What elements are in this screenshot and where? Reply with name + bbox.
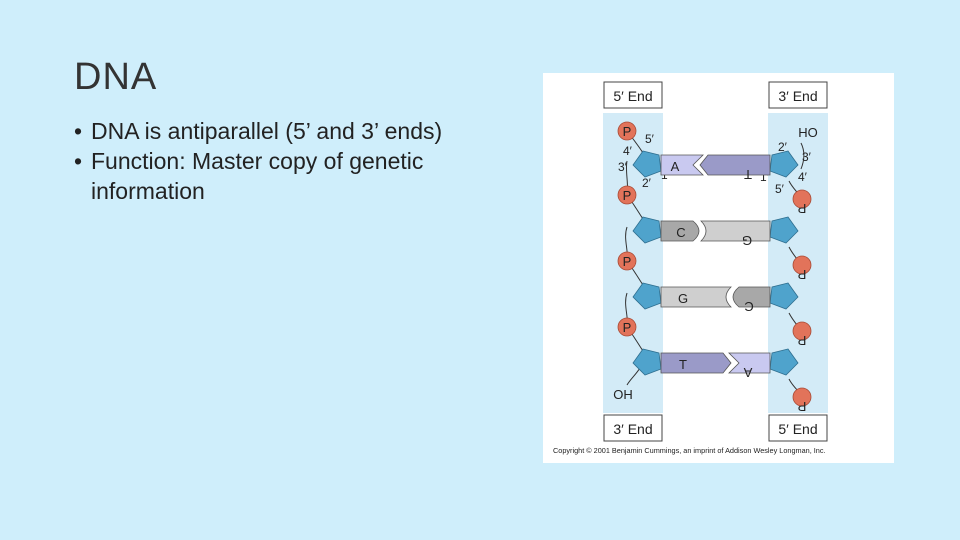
dna-diagram-svg: 5′ End 3′ End 3′ End 5′ End P P P P OH (603, 81, 828, 442)
right-carbon-label: 1′ (760, 170, 770, 184)
right-sugar (769, 282, 799, 310)
right-phosphate (792, 255, 812, 275)
base-c-label: C (676, 225, 685, 240)
left-phosphate (617, 251, 637, 271)
left-end-oh-label: OH (613, 387, 633, 402)
right-carbon-label: 4′ (798, 170, 808, 184)
base-a-label: A (671, 159, 680, 174)
left-phosphate-label: P (623, 188, 632, 203)
right-end-ho-label: HO (798, 125, 818, 140)
base-g-shape (660, 286, 732, 308)
left-bottom-end-box (603, 414, 663, 442)
left-carbon-label: 4′ (623, 144, 633, 158)
right-phosphate (792, 321, 812, 341)
right-phosphate-label: P (798, 267, 807, 282)
right-bottom-end-label: 5′ End (778, 421, 817, 437)
right-phosphate-label: P (798, 399, 807, 414)
right-sugar (769, 348, 799, 376)
bullet-list: DNA is antiparallel (5’ and 3’ ends) Fun… (74, 116, 504, 206)
left-carbon-label: 5′ (645, 132, 655, 146)
left-phosphate (617, 121, 637, 141)
left-phosphate-label: P (623, 320, 632, 335)
base-a-shape (728, 352, 771, 374)
left-top-end-label: 5′ End (613, 88, 652, 104)
right-top-end-box (768, 81, 828, 109)
left-sugar (632, 348, 662, 376)
right-sugar (769, 216, 799, 244)
right-carbon-label: 5′ (775, 182, 785, 196)
base-c-shape (660, 220, 700, 242)
right-backbone (788, 142, 805, 398)
left-phosphate-label: P (623, 254, 632, 269)
base-g-label: G (678, 291, 688, 306)
left-carbon-label: 2′ (642, 176, 652, 190)
slide-title: DNA (74, 56, 158, 98)
base-t-shape (660, 352, 732, 374)
left-sugar (632, 282, 662, 310)
base-c-label: C (744, 299, 753, 314)
left-bottom-end-label: 3′ End (613, 421, 652, 437)
left-phosphate (617, 317, 637, 337)
right-phosphate-label: P (798, 201, 807, 216)
left-phosphate (617, 185, 637, 205)
bullet-item: Function: Master copy of genetic informa… (74, 146, 504, 206)
copyright-notice: Copyright © 2001 Benjamin Cummings, an i… (553, 446, 826, 455)
dna-diagram: 5′ End 3′ End 3′ End 5′ End P P P P OH (543, 73, 894, 463)
left-carbon-label: 3′ (618, 160, 628, 174)
base-g-label: G (742, 233, 752, 248)
base-a-shape (660, 154, 704, 176)
right-phosphate (792, 387, 812, 407)
base-t-label: T (744, 167, 752, 182)
base-c-shape (732, 286, 771, 308)
left-sugar (632, 150, 662, 178)
left-phosphate-label: P (623, 124, 632, 139)
bullet-item: DNA is antiparallel (5’ and 3’ ends) (74, 116, 504, 146)
base-t-shape (699, 154, 771, 176)
right-carbon-label: 2′ (778, 140, 788, 154)
left-top-end-box (603, 81, 663, 109)
right-carbon-label: 3′ (802, 150, 812, 164)
right-sugar (769, 150, 799, 178)
base-a-label: A (743, 365, 752, 380)
right-phosphate (792, 189, 812, 209)
left-sugar (632, 216, 662, 244)
right-top-end-label: 3′ End (778, 88, 817, 104)
right-bottom-end-box (768, 414, 828, 442)
right-phosphate-label: P (798, 333, 807, 348)
base-g-shape (700, 220, 771, 242)
base-t-label: T (679, 357, 687, 372)
